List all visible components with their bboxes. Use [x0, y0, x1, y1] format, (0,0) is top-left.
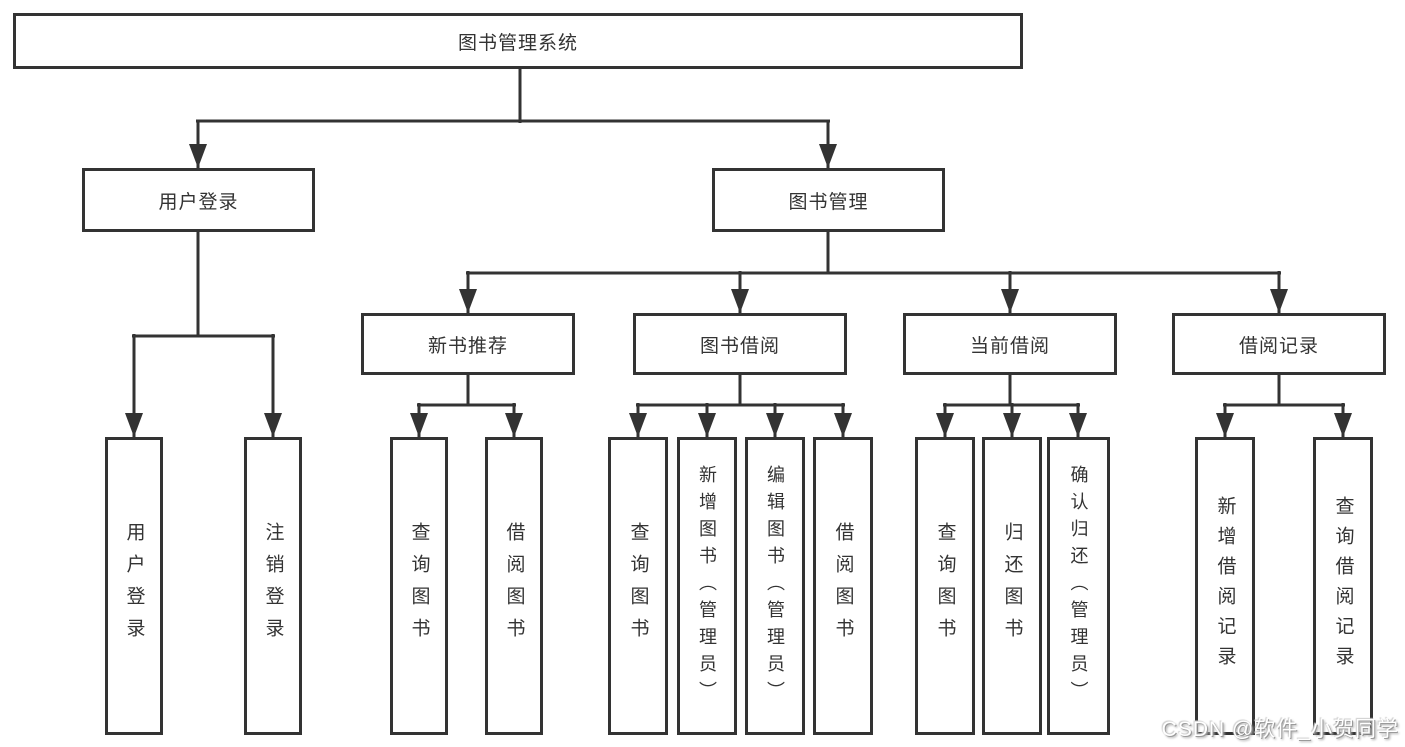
leaf-query-books-borrow-label: 查询图书	[627, 522, 649, 650]
leaf-query-books-borrow: 查询图书	[608, 437, 668, 735]
leaf-add-borrow-record-label: 新增借阅记录	[1214, 496, 1236, 676]
leaf-borrow-books-recommend-label: 借阅图书	[503, 522, 525, 650]
leaf-edit-book-admin: 编辑图书（管理员）	[745, 437, 805, 735]
node-user-login: 用户登录	[82, 168, 315, 232]
leaf-borrow-books-recommend: 借阅图书	[485, 437, 543, 735]
leaf-return-book: 归还图书	[982, 437, 1042, 735]
leaf-logout-label: 注销登录	[262, 522, 284, 650]
leaf-edit-book-admin-label: 编辑图书（管理员）	[765, 464, 785, 708]
leaf-query-books-current-label: 查询图书	[934, 522, 956, 650]
node-book-management: 图书管理	[712, 168, 945, 232]
leaf-add-borrow-record: 新增借阅记录	[1195, 437, 1255, 735]
leaf-return-book-label: 归还图书	[1001, 522, 1023, 650]
leaf-logout: 注销登录	[244, 437, 302, 735]
leaf-query-books-recommend: 查询图书	[390, 437, 448, 735]
csdn-watermark: CSDN @软件_小贺同学	[1161, 718, 1399, 741]
leaf-borrow-books-label: 借阅图书	[832, 522, 854, 650]
leaf-add-book-admin: 新增图书（管理员）	[677, 437, 737, 735]
node-book-borrow: 图书借阅	[633, 313, 847, 375]
leaf-user-login-label: 用户登录	[123, 522, 145, 650]
leaf-query-books-recommend-label: 查询图书	[408, 522, 430, 650]
leaf-borrow-books: 借阅图书	[813, 437, 873, 735]
leaf-query-borrow-record-label: 查询借阅记录	[1332, 496, 1354, 676]
leaf-user-login: 用户登录	[105, 437, 163, 735]
leaf-confirm-return-admin-label: 确认归还（管理员）	[1068, 464, 1089, 708]
node-current-borrow: 当前借阅	[903, 313, 1117, 375]
leaf-query-borrow-record: 查询借阅记录	[1313, 437, 1373, 735]
node-borrow-records: 借阅记录	[1172, 313, 1386, 375]
leaf-query-books-current: 查询图书	[915, 437, 975, 735]
leaf-confirm-return-admin: 确认归还（管理员）	[1047, 437, 1110, 735]
leaf-add-book-admin-label: 新增图书（管理员）	[697, 464, 717, 708]
node-library-system: 图书管理系统	[13, 13, 1023, 69]
node-new-book-recommend: 新书推荐	[361, 313, 575, 375]
